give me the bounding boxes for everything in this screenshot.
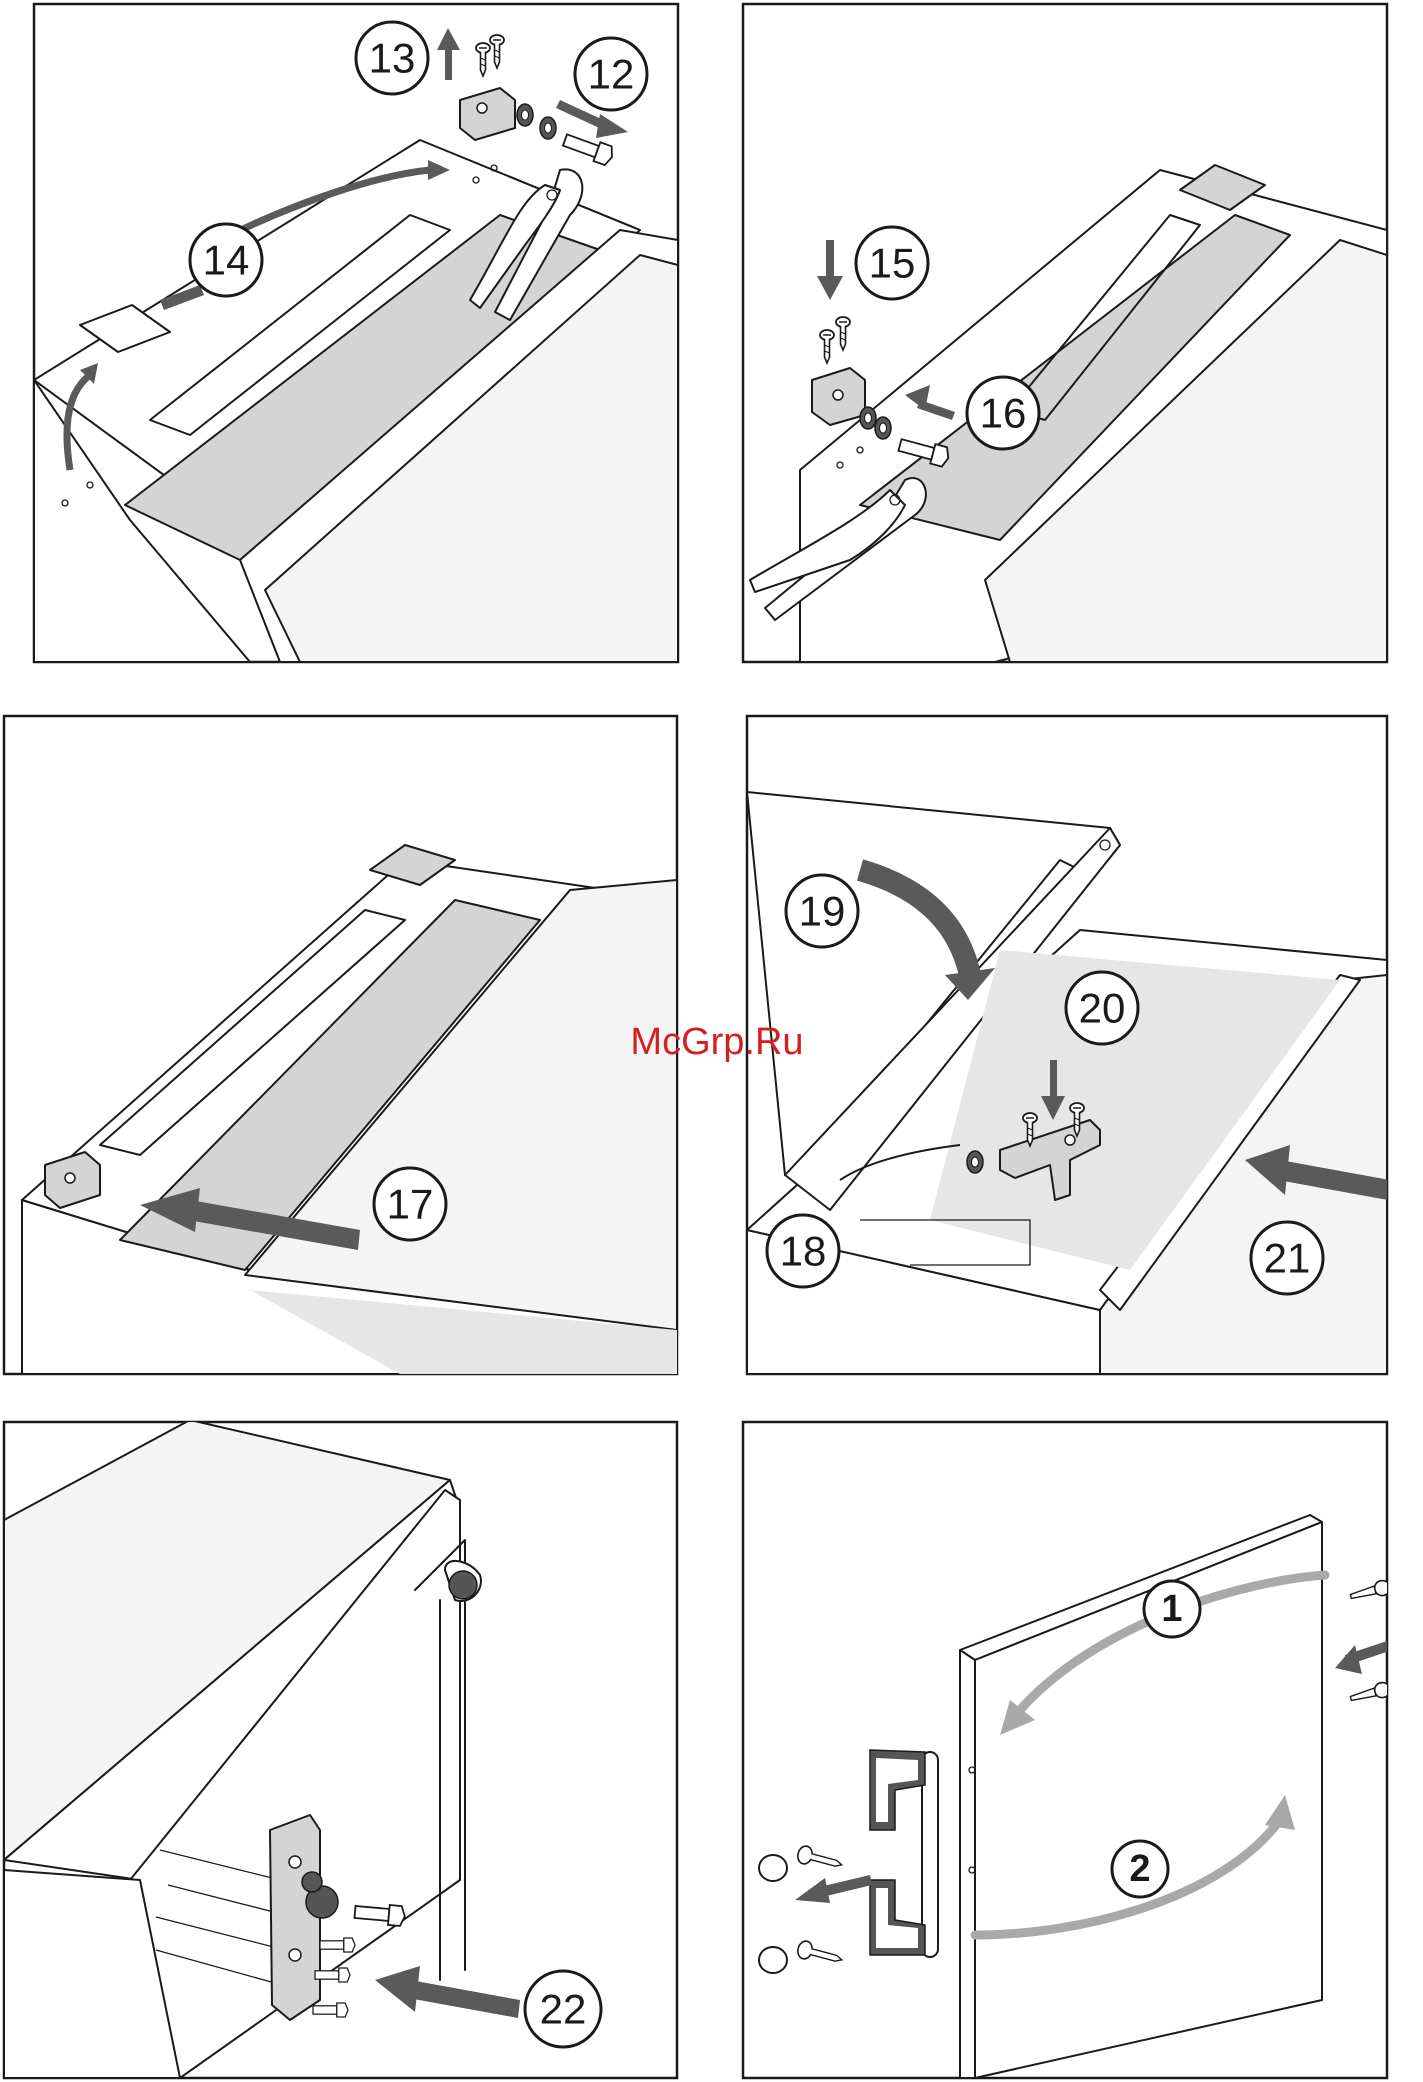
- step-label-2: 2: [1112, 1841, 1168, 1897]
- step-label-17: 17: [374, 1168, 446, 1240]
- panel-2: 15 16: [743, 4, 1387, 662]
- step-label-14: 14: [190, 224, 262, 296]
- panel-1: 13 12 14: [34, 4, 678, 662]
- watermark-text: McGrp.Ru: [630, 1021, 803, 1063]
- hinge-icon: [270, 1815, 320, 2020]
- panel-5: 22: [4, 1420, 677, 2078]
- svg-text:12: 12: [588, 51, 635, 98]
- step-label-12: 12: [575, 38, 647, 110]
- knob-icon: [449, 1571, 477, 1599]
- svg-text:15: 15: [869, 240, 916, 287]
- step-label-16: 16: [967, 377, 1039, 449]
- cover-cap-icon: [759, 1947, 787, 1973]
- step-label-18: 18: [767, 1215, 839, 1287]
- svg-text:13: 13: [369, 35, 416, 82]
- washer-icon: [860, 407, 876, 429]
- step-label-21: 21: [1251, 1222, 1323, 1294]
- svg-text:17: 17: [387, 1181, 434, 1228]
- svg-text:14: 14: [203, 237, 250, 284]
- panel-3: 17: [4, 716, 677, 1374]
- cover-cap-icon: [759, 1855, 787, 1881]
- step-label-22: 22: [525, 1971, 601, 2047]
- washer-icon: [517, 104, 533, 126]
- svg-text:22: 22: [540, 1986, 587, 2033]
- washer-icon: [540, 117, 556, 139]
- svg-text:21: 21: [1264, 1235, 1311, 1282]
- svg-text:20: 20: [1079, 985, 1126, 1032]
- step-label-15: 15: [856, 227, 928, 299]
- svg-text:16: 16: [980, 390, 1027, 437]
- step-label-1: 1: [1144, 1581, 1200, 1637]
- panel-4: 19 20 18 21: [747, 716, 1390, 1374]
- step-label-13: 13: [356, 22, 428, 94]
- svg-text:19: 19: [799, 888, 846, 935]
- washer-icon: [967, 1151, 983, 1173]
- hinge-icon: [812, 368, 865, 425]
- washer-icon: [875, 417, 891, 439]
- step-label-19: 19: [786, 875, 858, 947]
- step-label-20: 20: [1066, 972, 1138, 1044]
- svg-text:2: 2: [1129, 1848, 1150, 1890]
- panel-6: 1 2: [743, 1422, 1392, 2078]
- svg-text:1: 1: [1161, 1588, 1182, 1630]
- svg-text:18: 18: [780, 1228, 827, 1275]
